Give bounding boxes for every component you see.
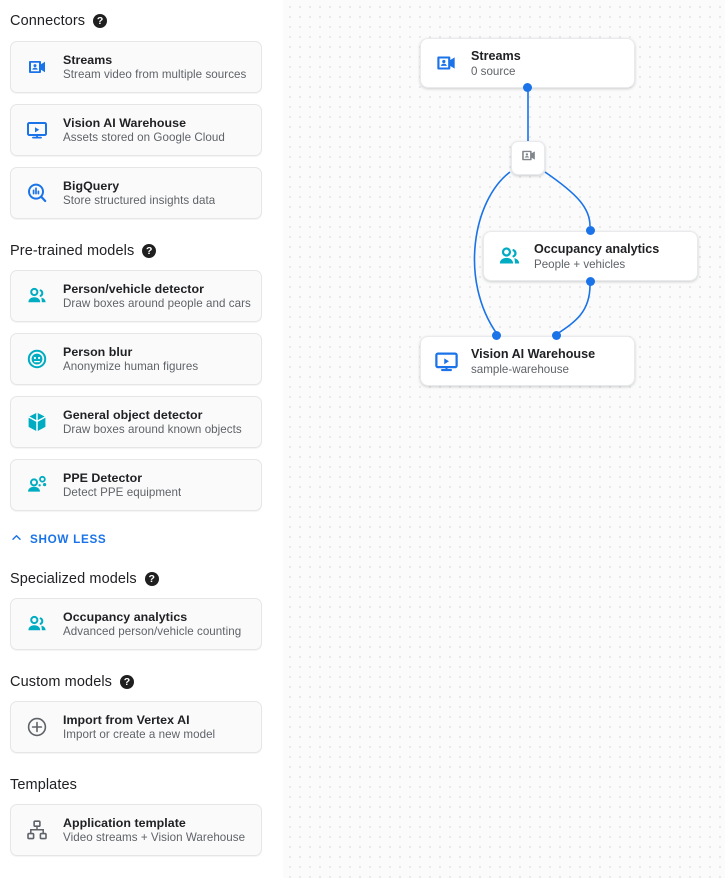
palette-item-text: Person/vehicle detector Draw boxes aroun… [63, 282, 251, 310]
palette-item-title: Person/vehicle detector [63, 282, 204, 296]
graph-node-vision-ai-warehouse[interactable]: Vision AI Warehouse sample-warehouse [420, 336, 635, 386]
palette-item-title: Import from Vertex AI [63, 713, 190, 727]
palette-item-desc: Assets stored on Google Cloud [63, 131, 225, 144]
help-icon[interactable]: ? [93, 14, 108, 28]
palette-item-text: Streams Stream video from multiple sourc… [63, 53, 246, 81]
video-camera-icon [421, 50, 471, 76]
port-occupancy-input[interactable] [586, 226, 595, 235]
palette-item-title: PPE Detector [63, 471, 143, 485]
graph-node-subtitle: People + vehicles [534, 257, 626, 271]
people-icon [11, 612, 63, 636]
graph-node-subtitle: 0 source [471, 64, 516, 78]
people-icon [11, 284, 63, 308]
palette-item-ppe-detector[interactable]: PPE Detector Detect PPE equipment [10, 459, 262, 511]
palette-item-desc: Anonymize human figures [63, 360, 199, 373]
edge-source-to-occupancy [544, 171, 591, 227]
graph-edges [473, 87, 591, 335]
palette-item-desc: Stream video from multiple sources [63, 68, 247, 81]
palette-item-person-blur[interactable]: Person blur Anonymize human figures [10, 333, 262, 385]
bigquery-icon [11, 181, 63, 205]
palette-item-desc: Store structured insights data [63, 194, 216, 207]
palette-item-occupancy-analytics[interactable]: Occupancy analytics Advanced person/vehi… [10, 598, 262, 650]
palette-item-title: Occupancy analytics [63, 610, 188, 624]
palette-item-title: Application template [63, 816, 186, 830]
palette-item-import-from-vertex-ai[interactable]: Import from Vertex AI Import or create a… [10, 701, 262, 753]
video-camera-icon [519, 146, 538, 170]
palette-item-text: PPE Detector Detect PPE equipment [63, 471, 181, 499]
help-icon[interactable]: ? [144, 572, 159, 586]
section-title: Specialized models [10, 571, 137, 587]
section-title: Connectors [10, 13, 86, 29]
palette-item-desc: Import or create a new model [63, 728, 216, 741]
palette-item-vision-ai-warehouse[interactable]: Vision AI Warehouse Assets stored on Goo… [10, 104, 262, 156]
port-streams-output[interactable] [523, 83, 532, 92]
graph-node-text: Occupancy analytics People + vehicles [534, 242, 659, 271]
palette-item-desc: Draw boxes around people and cars [63, 297, 251, 310]
palette-item-person-vehicle-detector[interactable]: Person/vehicle detector Draw boxes aroun… [10, 270, 262, 322]
plus-circle-icon [11, 715, 63, 739]
palette-item-text: BigQuery Store structured insights data [63, 179, 215, 207]
palette-item-desc: Detect PPE equipment [63, 486, 182, 499]
port-warehouse-input-left[interactable] [492, 331, 501, 340]
monitor-play-icon [11, 118, 63, 142]
graph-node-text: Streams 0 source [471, 49, 521, 78]
graph-node-occupancy-analytics[interactable]: Occupancy analytics People + vehicles [483, 231, 698, 281]
palette-item-general-object-detector[interactable]: General object detector Draw boxes aroun… [10, 396, 262, 448]
section-header-pre-trained-models: Pre-trained models ? [10, 243, 157, 259]
section-header-connectors: Connectors ? [10, 13, 108, 29]
graph-node-title: Occupancy analytics [534, 241, 660, 256]
palette-item-text: Application template Video streams + Vis… [63, 816, 245, 844]
graph-node-title: Streams [471, 48, 521, 63]
palette-item-text: Import from Vertex AI Import or create a… [63, 713, 215, 741]
palette-item-desc: Advanced person/vehicle counting [63, 625, 242, 638]
palette-item-text: Person blur Anonymize human figures [63, 345, 198, 373]
palette-item-text: Occupancy analytics Advanced person/vehi… [63, 610, 241, 638]
section-title: Pre-trained models [10, 243, 135, 259]
section-title: Custom models [10, 674, 113, 690]
people-icon [484, 243, 534, 270]
palette-item-title: BigQuery [63, 179, 120, 193]
help-icon[interactable]: ? [142, 244, 157, 258]
palette-item-text: Vision AI Warehouse Assets stored on Goo… [63, 116, 225, 144]
component-palette-sidebar: Connectors ? Streams Stream video from m… [0, 0, 272, 878]
sitemap-icon [11, 818, 63, 842]
show-less-label: SHOW LESS [30, 532, 107, 546]
chevron-up-icon [10, 531, 23, 547]
cube-icon [11, 410, 63, 434]
palette-item-text: General object detector Draw boxes aroun… [63, 408, 242, 436]
palette-item-title: Streams [63, 53, 113, 67]
graph-node-streams[interactable]: Streams 0 source [420, 38, 635, 88]
palette-item-title: Person blur [63, 345, 133, 359]
palette-item-application-template[interactable]: Application template Video streams + Vis… [10, 804, 262, 856]
section-header-custom-models: Custom models ? [10, 674, 135, 690]
palette-item-desc: Draw boxes around known objects [63, 423, 242, 436]
section-header-templates: Templates [10, 777, 77, 793]
edge-occupancy-to-warehouse [556, 284, 591, 335]
show-less-button[interactable]: SHOW LESS [10, 531, 106, 547]
graph-node-subtitle: sample-warehouse [471, 362, 569, 376]
graph-node-text: Vision AI Warehouse sample-warehouse [471, 347, 595, 376]
section-title: Templates [10, 777, 77, 793]
ppe-person-icon [11, 473, 63, 497]
palette-item-title: Vision AI Warehouse [63, 116, 187, 130]
video-camera-icon [11, 55, 63, 79]
monitor-play-icon [421, 348, 471, 375]
edge-source-to-warehouse [473, 171, 511, 335]
palette-item-bigquery[interactable]: BigQuery Store structured insights data [10, 167, 262, 219]
port-warehouse-input-right[interactable] [552, 331, 561, 340]
graph-node-stream-source[interactable] [511, 141, 545, 175]
palette-item-desc: Video streams + Vision Warehouse [63, 831, 246, 844]
graph-node-title: Vision AI Warehouse [471, 346, 596, 361]
help-icon[interactable]: ? [120, 675, 135, 689]
palette-item-streams[interactable]: Streams Stream video from multiple sourc… [10, 41, 262, 93]
section-header-specialized-models: Specialized models ? [10, 571, 159, 587]
port-occupancy-output[interactable] [586, 277, 595, 286]
palette-item-title: General object detector [63, 408, 203, 422]
graph-canvas[interactable]: Streams 0 source Occupancy analytics Peo… [283, 0, 725, 878]
face-blur-icon [11, 347, 63, 371]
